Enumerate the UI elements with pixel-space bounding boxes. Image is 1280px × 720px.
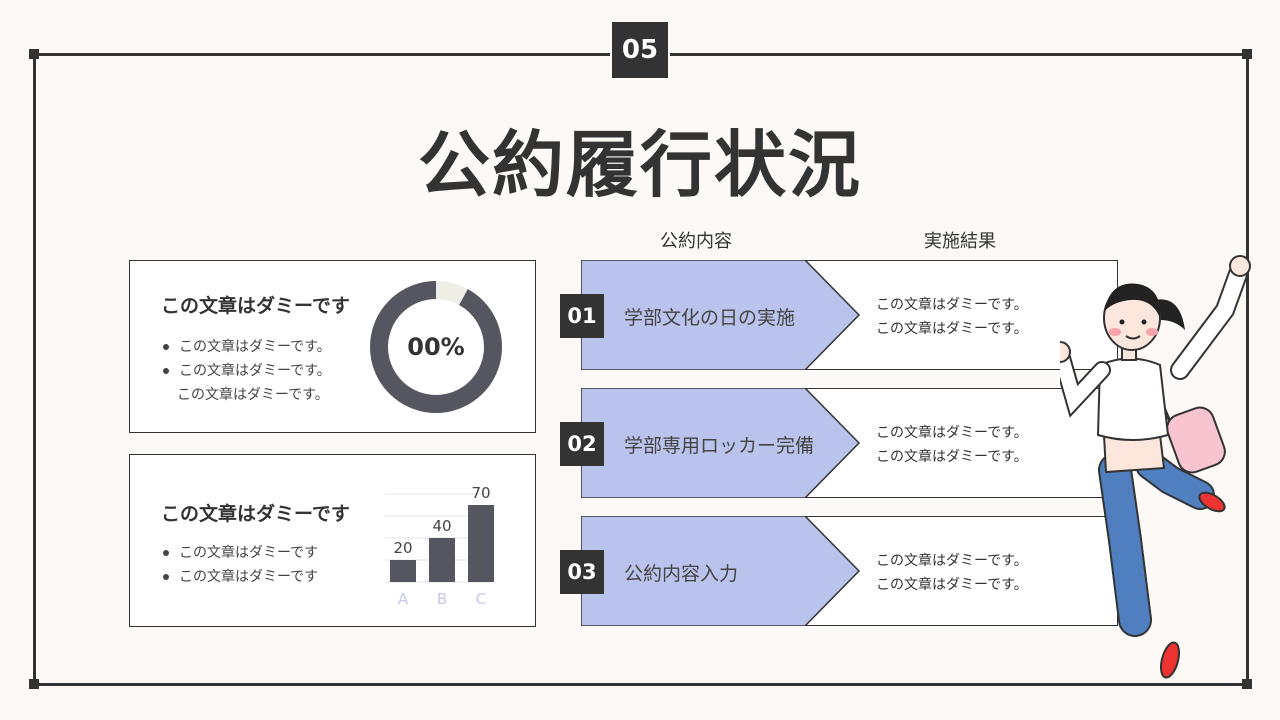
bullet-dot-icon xyxy=(163,550,169,556)
card-title: この文章はダミーです xyxy=(161,503,350,525)
student-illustration xyxy=(1060,255,1251,679)
donut-chart: 00% xyxy=(370,281,502,413)
frame-top-right xyxy=(670,53,1247,56)
bar-chart: 20A 40B 70C xyxy=(385,484,494,608)
frame-bottom xyxy=(33,683,1247,686)
frame-corner xyxy=(29,49,39,59)
frame-top-left xyxy=(33,53,610,56)
promise-label: 学部専用ロッカー完備 xyxy=(624,435,815,457)
bar-B xyxy=(429,538,455,582)
bullet-continuation: この文章はダミーです。 xyxy=(177,387,329,403)
result-text: この文章はダミーです。この文章はダミーです。 xyxy=(876,425,1028,465)
bar-A xyxy=(390,560,416,582)
frame-corner xyxy=(29,679,39,689)
page-title: 公約履行状況 xyxy=(417,123,862,207)
donut-value: 00% xyxy=(407,333,464,361)
promise-row-3: 03 公約内容入力 この文章はダミーです。この文章はダミーです。 xyxy=(560,515,1118,626)
promise-arrow-shape xyxy=(580,259,860,370)
bar-value-label: 40 xyxy=(432,517,451,535)
summary-card-donut: この文章はダミーです この文章はダミーです。 この文章はダミーです。 この文章は… xyxy=(129,260,536,433)
row-number-badge: 03 xyxy=(560,550,604,594)
bar-C xyxy=(468,505,494,582)
slide-number-badge: 05 xyxy=(612,22,668,78)
bullet-item: この文章はダミーです。 xyxy=(163,336,331,356)
bullet-dot-icon xyxy=(163,368,169,374)
row-number-badge: 01 xyxy=(560,294,604,338)
promise-arrow-shape xyxy=(580,515,860,626)
card-title: この文章はダミーです xyxy=(161,295,350,317)
bullet-item: この文章はダミーです xyxy=(163,542,318,562)
bullet-dot-icon xyxy=(163,574,169,580)
bar-category-label: A xyxy=(398,590,409,608)
donut-progress xyxy=(370,281,502,413)
promise-arrow-shape xyxy=(580,387,860,498)
bar-value-label: 20 xyxy=(393,539,412,557)
bullet-item: この文章はダミーです。 xyxy=(163,360,331,380)
frame-right xyxy=(1246,53,1249,686)
result-text: この文章はダミーです。この文章はダミーです。 xyxy=(876,553,1028,593)
result-text: この文章はダミーです。この文章はダミーです。 xyxy=(876,297,1028,337)
bar-category-label: B xyxy=(437,590,447,608)
frame-corner xyxy=(1242,679,1252,689)
frame-left xyxy=(33,53,36,686)
promise-row-1: 01 学部文化の日の実施 この文章はダミーです。この文章はダミーです。 xyxy=(560,259,1118,370)
promise-row-2: 02 学部専用ロッカー完備 この文章はダミーです。この文章はダミーです。 xyxy=(560,387,1118,498)
bar-value-label: 70 xyxy=(471,484,490,502)
frame-corner xyxy=(1242,49,1252,59)
bar-category-label: C xyxy=(476,590,486,608)
promise-label: 公約内容入力 xyxy=(624,563,739,585)
column-label-promise: 公約内容 xyxy=(660,231,732,252)
row-number-badge: 02 xyxy=(560,422,604,466)
promise-label: 学部文化の日の実施 xyxy=(624,307,796,329)
bullet-dot-icon xyxy=(163,344,169,350)
bullet-item: この文章はダミーです xyxy=(163,566,318,586)
column-label-result: 実施結果 xyxy=(924,231,996,252)
